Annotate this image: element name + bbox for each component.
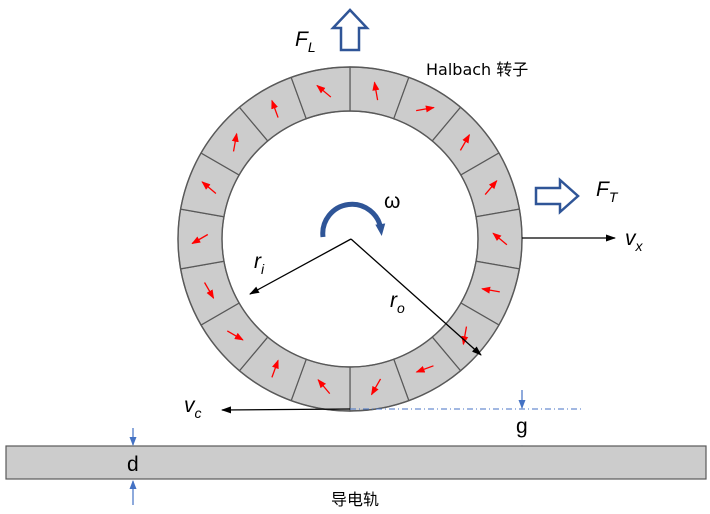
- magnetization-arrow-icon: [231, 132, 239, 152]
- gap-label: g: [516, 415, 528, 438]
- magnetization-arrows: [191, 81, 508, 396]
- contact-velocity-label: vc: [184, 394, 202, 421]
- magnetization-arrow-icon: [416, 105, 435, 113]
- ring-inner-edge: [221, 110, 479, 368]
- magnetization-arrow-icon: [316, 84, 332, 98]
- magnetization-arrow-icon: [484, 180, 498, 196]
- translational-velocity-label: vx: [625, 227, 644, 254]
- magnetization-arrow-icon: [372, 81, 380, 101]
- magnetization-arrow-icon: [459, 133, 470, 151]
- contact-velocity-arrow: [221, 406, 351, 414]
- rail-title: 导电轨: [331, 490, 379, 509]
- outer-radius-line: [350, 238, 482, 356]
- magnetization-arrow-icon: [271, 99, 279, 118]
- angular-velocity-label: ω: [384, 190, 400, 213]
- magnetization-arrow-icon: [461, 326, 469, 346]
- magnetization-arrow-icon: [492, 232, 508, 246]
- magnetization-arrow-icon: [191, 233, 209, 245]
- rail-thickness-label: d: [127, 453, 139, 476]
- thrust-force-label: FT: [596, 178, 619, 205]
- angular-velocity-arrow-icon: [320, 201, 386, 238]
- conductive-rail: [5, 445, 707, 480]
- inner-radius-label: ri: [254, 250, 265, 277]
- magnetization-arrow-icon: [481, 286, 500, 294]
- magnetization-arrow-icon: [317, 379, 331, 395]
- magnetization-arrow-icon: [201, 181, 217, 194]
- rotor-title: Halbach 转子: [426, 60, 528, 79]
- magnetization-arrow-icon: [203, 282, 215, 299]
- magnetization-arrow-icon: [415, 365, 434, 373]
- ring-outer-edge: [177, 66, 523, 412]
- magnetization-arrow-icon: [226, 330, 244, 341]
- magnetization-arrow-icon: [271, 359, 279, 378]
- magnetization-arrow-icon: [370, 378, 382, 396]
- thrust-force-arrow-icon: [534, 177, 580, 215]
- outer-radius-label: ro: [390, 289, 405, 316]
- lift-force-arrow-icon: [330, 8, 370, 52]
- lift-force-label: FL: [295, 28, 316, 55]
- inner-radius-line: [249, 238, 352, 295]
